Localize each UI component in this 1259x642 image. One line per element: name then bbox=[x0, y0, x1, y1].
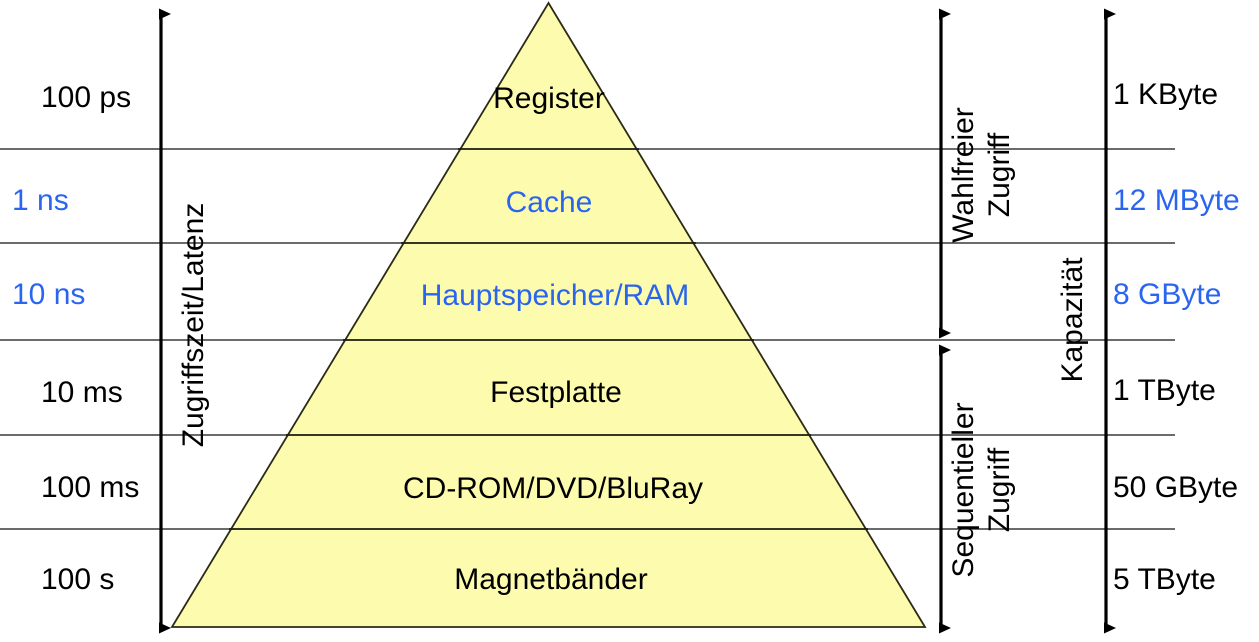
latency-value-0: 100 ps bbox=[41, 81, 131, 114]
tier-label-cache: Cache bbox=[506, 186, 593, 219]
sequential-access-label-line2: Zugriff bbox=[983, 447, 1016, 532]
capacity-value-4: 50 GByte bbox=[1113, 471, 1238, 504]
left-axis-label: Zugriffszeit/Latenz bbox=[177, 203, 210, 448]
latency-value-3: 10 ms bbox=[41, 376, 123, 409]
capacity-value-2: 8 GByte bbox=[1113, 278, 1221, 311]
latency-value-4: 100 ms bbox=[41, 471, 139, 504]
pyramid-tier-labels: Register Cache Hauptspeicher/RAM Festpla… bbox=[403, 82, 703, 596]
capacity-axis-label: Kapazität bbox=[1056, 257, 1089, 383]
access-type-axis: Wahlfreier Zugriff Sequentieller Zugriff bbox=[939, 8, 1016, 634]
random-access-label-line1: Wahlfreier bbox=[947, 107, 980, 243]
left-axis: Zugriffszeit/Latenz bbox=[159, 8, 210, 634]
tier-label-tape: Magnetbänder bbox=[454, 563, 647, 596]
capacity-tick-labels: 1 KByte 12 MByte 8 GByte 1 TByte 50 GByt… bbox=[1113, 78, 1240, 596]
sequential-access-label-line1: Sequentieller bbox=[947, 402, 980, 577]
memory-pyramid bbox=[170, 1, 927, 628]
capacity-value-1: 12 MByte bbox=[1113, 184, 1240, 217]
capacity-value-0: 1 KByte bbox=[1113, 78, 1218, 111]
tier-label-optical: CD-ROM/DVD/BluRay bbox=[403, 472, 703, 505]
tier-label-festplatte: Festplatte bbox=[490, 376, 622, 409]
left-axis-tick-labels: 100 ps 1 ns 10 ns 10 ms 100 ms 100 s bbox=[12, 81, 139, 596]
random-access-label-line2: Zugriff bbox=[983, 132, 1016, 217]
latency-value-5: 100 s bbox=[41, 563, 114, 596]
capacity-value-5: 5 TByte bbox=[1113, 563, 1216, 596]
tier-label-ram: Hauptspeicher/RAM bbox=[421, 279, 689, 312]
latency-value-1: 1 ns bbox=[12, 184, 69, 217]
pyramid-shape bbox=[170, 1, 927, 628]
capacity-axis: Kapazität bbox=[1056, 8, 1116, 634]
tier-label-register: Register bbox=[493, 82, 605, 115]
latency-value-2: 10 ns bbox=[12, 278, 85, 311]
capacity-value-3: 1 TByte bbox=[1113, 374, 1216, 407]
